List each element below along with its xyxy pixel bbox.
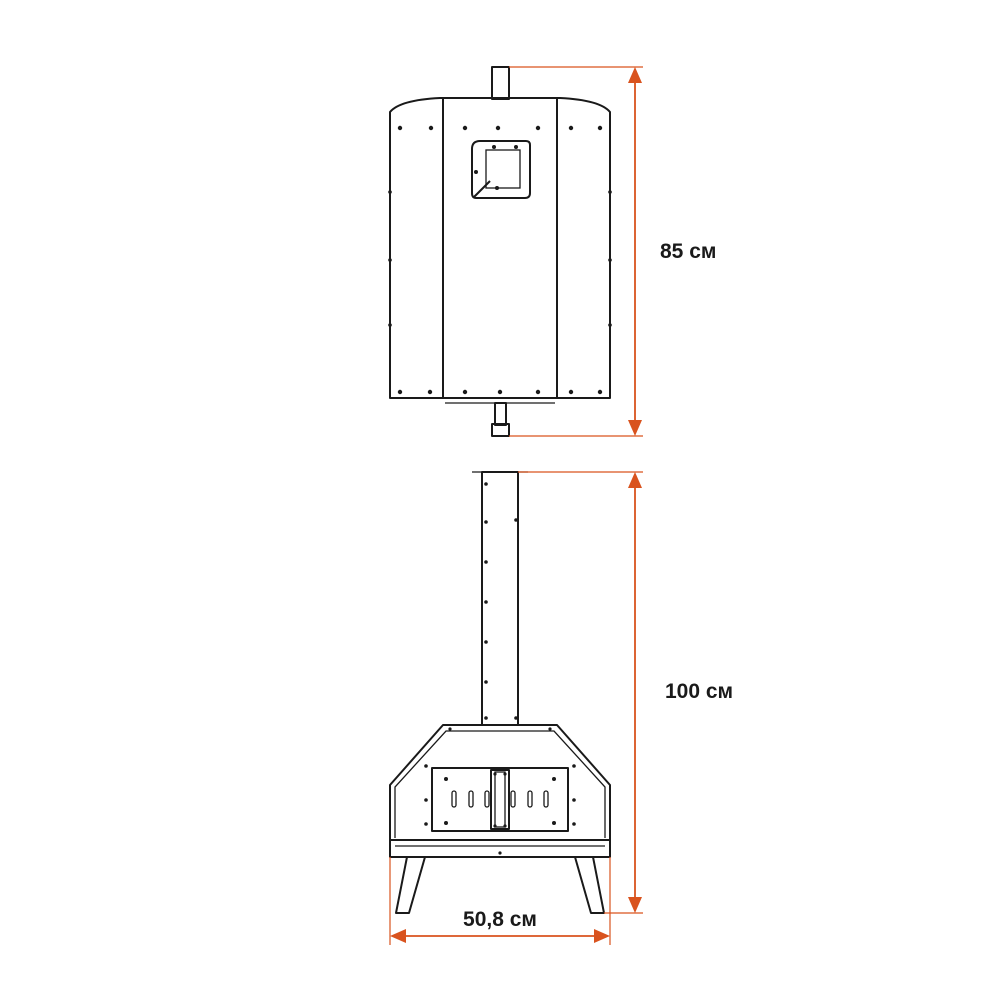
label-85-cm: 85 см [660,240,716,263]
top-view-bolts [388,125,612,395]
front-view-base [389,839,611,858]
oven-door-handle [490,769,510,830]
dimension-front-view-width: 50,8 см [389,857,611,945]
front-view-chimney [481,471,519,726]
oven-right-leg [574,856,605,914]
label-50-8-cm: 50,8 см [463,908,537,931]
top-view-chimney-stub [491,66,510,100]
oven-body-bolts [424,727,576,855]
top-view-handle-stem [494,402,507,426]
dimension-top-view-height: 85 см [509,66,716,437]
dimension-front-view-height: 100 см [518,471,733,914]
top-view [388,66,612,437]
top-view-body [389,97,611,399]
front-view-oven-inner [394,730,606,838]
oven-left-leg [395,856,426,914]
thermometer-window [471,140,531,199]
oven-door [431,767,569,832]
top-view-handle-cap [491,423,510,437]
front-view-oven-body [389,724,611,841]
front-view [389,471,611,914]
label-100-cm: 100 см [665,680,733,703]
chimney-bolts [484,482,518,720]
